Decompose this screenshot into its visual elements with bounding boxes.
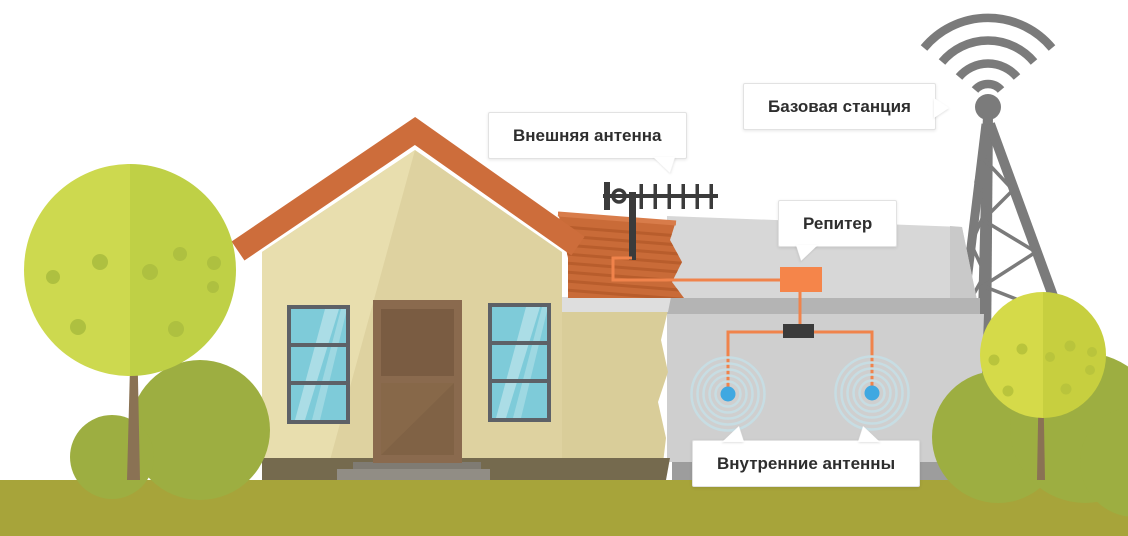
- door-step-lower: [337, 469, 490, 480]
- callout-repeater: Репитер: [778, 200, 898, 262]
- antenna-dot: [864, 385, 880, 401]
- internal-antenna-right: [834, 355, 910, 431]
- tower-top-ball: [975, 94, 1001, 120]
- external-antenna-icon: [603, 182, 718, 260]
- signal-waves-icon: [920, 13, 1056, 94]
- callout-external-antenna: Внешняя антенна: [488, 112, 687, 174]
- roof-fascia: [562, 297, 671, 312]
- callout-internal-antennas: Внутренние антенны: [692, 426, 921, 488]
- cable-antenna-to-repeater: [611, 256, 781, 282]
- front-door: [373, 300, 462, 463]
- indoor-ceiling-band: [667, 298, 980, 314]
- callout-pointer: [722, 426, 750, 442]
- splitter-box: [783, 324, 814, 338]
- gabled-roof: [231, 117, 585, 261]
- indoor-attic: [667, 216, 978, 305]
- callout-repeater-text: Репитер: [803, 214, 873, 233]
- door-step-upper: [353, 462, 481, 471]
- house-side-wall: [562, 310, 668, 480]
- callout-external-antenna-text: Внешняя антенна: [513, 126, 662, 145]
- indoor-attic-side: [950, 226, 978, 305]
- tree-left: [24, 164, 236, 480]
- callout-pointer: [933, 98, 949, 118]
- antenna-dot: [720, 386, 736, 402]
- bush-left: [70, 360, 270, 500]
- callout-internal-antennas-text: Внутренние антенны: [717, 454, 896, 473]
- tree-right: [980, 292, 1106, 480]
- house: [231, 117, 684, 480]
- callout-base-station-text: Базовая станция: [768, 97, 911, 116]
- window-right: [488, 303, 551, 422]
- window-left: [287, 305, 350, 424]
- repeater-box: [780, 267, 822, 292]
- flat-roof: [557, 211, 684, 298]
- internal-antenna-left: [690, 356, 766, 432]
- callout-base-station: Базовая станция: [743, 83, 949, 131]
- cable-splitter-to-right-antenna: [813, 330, 874, 390]
